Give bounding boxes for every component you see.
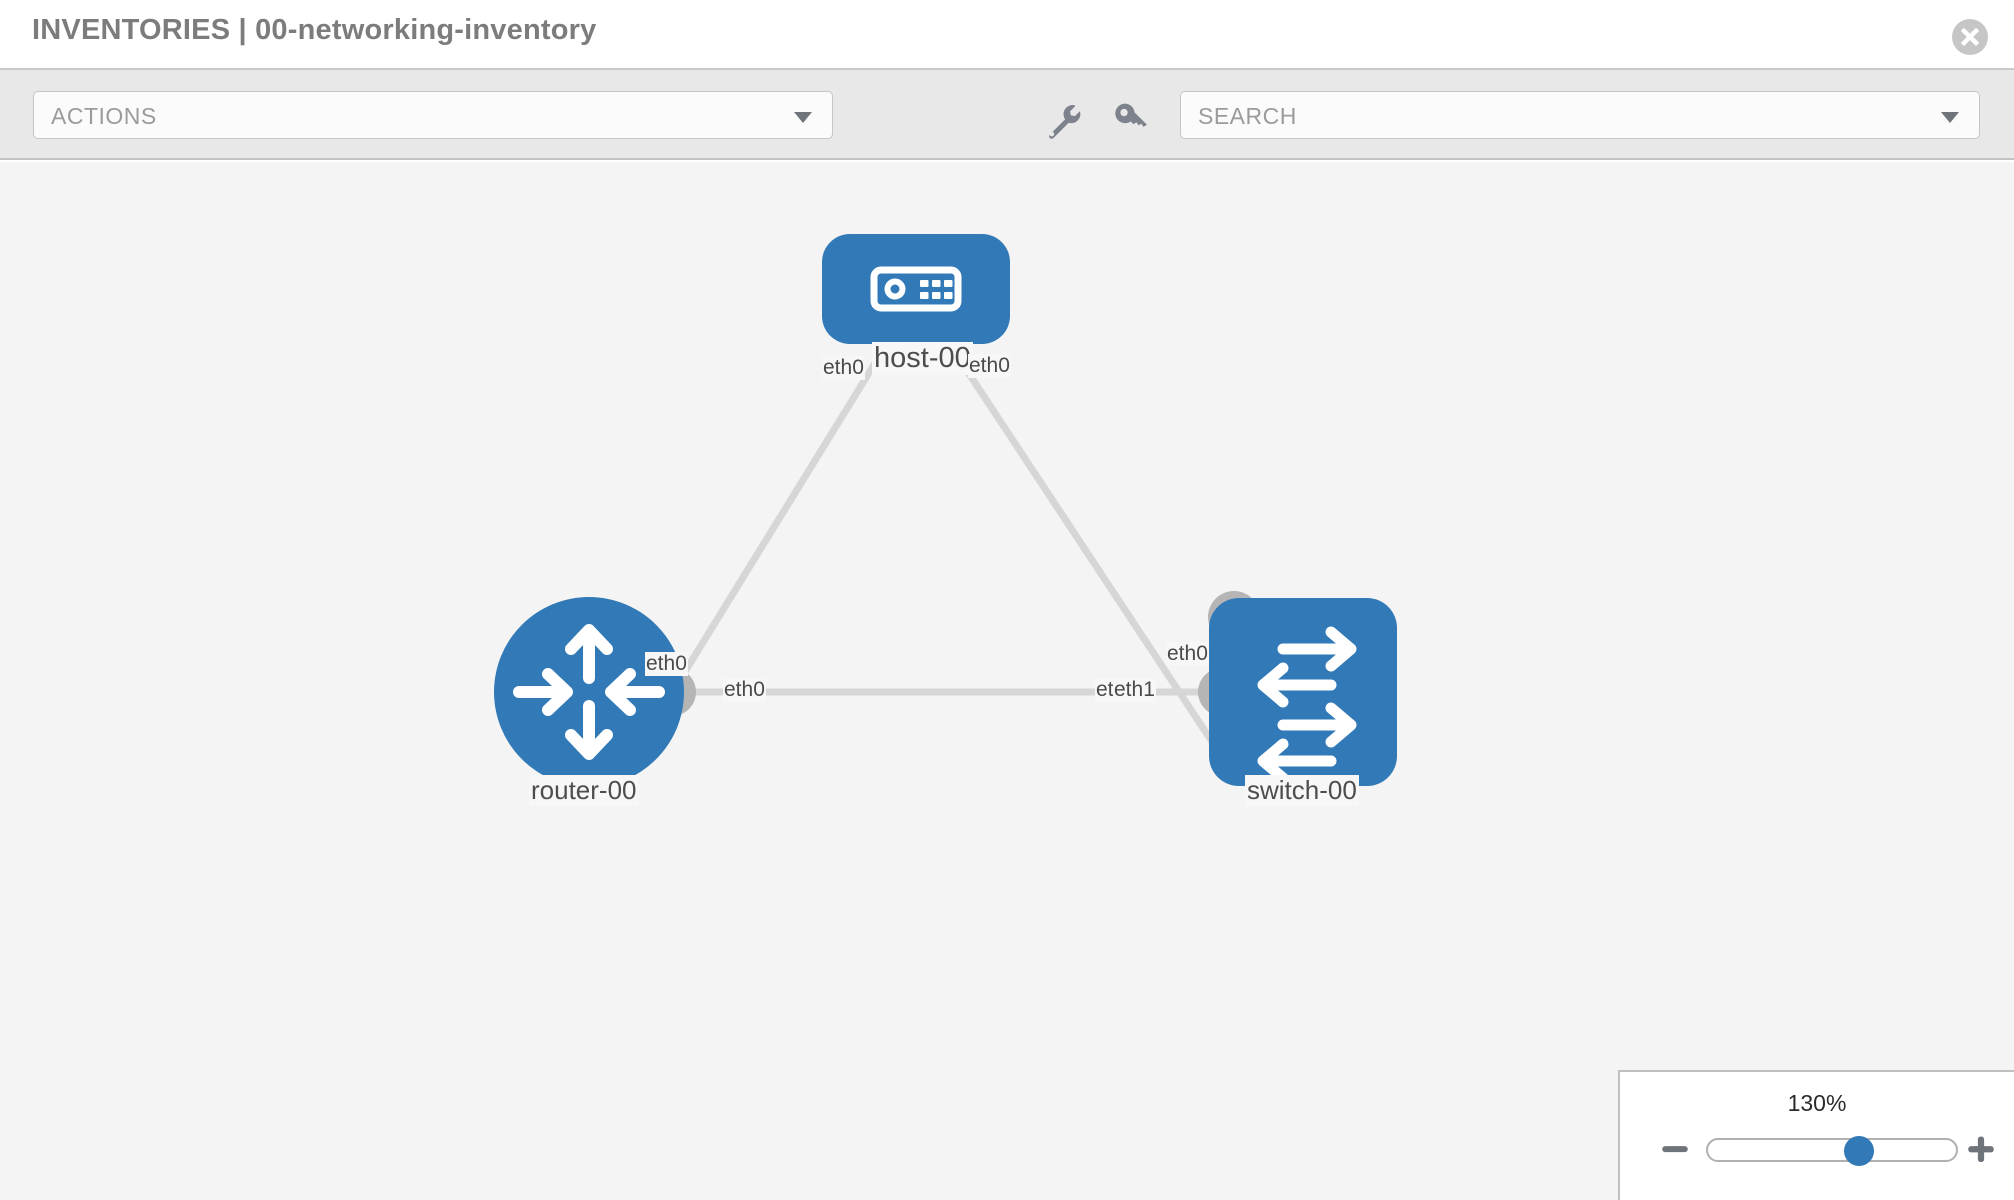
zoom-slider-track[interactable] [1706,1136,1958,1166]
topology-edges [614,340,1243,786]
iface-label-switch-eth0-uplink: eth0 [1166,642,1209,666]
node-router-00[interactable] [494,597,684,787]
node-host-00[interactable] [822,234,1010,344]
zoom-slider-handle[interactable] [1844,1136,1874,1166]
chevron-down-icon [1941,112,1959,123]
node-switch-00[interactable] [1209,598,1397,786]
key-icon[interactable] [1109,98,1151,140]
node-label-switch-00: switch-00 [1245,775,1359,806]
node-label-router-00: router-00 [529,775,639,806]
wrench-icon[interactable] [1041,98,1083,140]
close-icon[interactable] [1952,19,1988,55]
switch-arrows-icon [1257,626,1357,784]
page-header: INVENTORIES | 00-networking-inventory [0,0,2014,70]
actions-dropdown-label: ACTIONS [51,103,157,129]
iface-label-router-eth0-uplink: eth0 [645,652,688,676]
server-icon [870,266,962,312]
iface-label-switch-eth1: eth1 [1113,678,1156,702]
iface-label-host-eth0-left: eth0 [822,356,865,380]
chevron-down-icon [794,112,812,123]
zoom-slider-row [1620,1130,2014,1170]
node-label-host-00: host-00 [872,342,973,375]
search-input[interactable]: SEARCH [1180,91,1980,139]
zoom-level-value: 130% [1787,1090,1847,1116]
topology-canvas[interactable]: host-00 router-00 switch-00 eth0 eth0 et… [0,162,2014,1200]
toolbar: ACTIONS SEARCH [0,70,2014,160]
plus-icon[interactable] [1964,1132,1998,1166]
router-arrows-icon [513,624,665,760]
actions-dropdown[interactable]: ACTIONS [33,91,833,139]
iface-label-router-eth0: eth0 [723,678,766,702]
search-input-placeholder: SEARCH [1198,103,1297,129]
page-title: INVENTORIES | 00-networking-inventory [32,14,597,46]
edge-host-switch[interactable] [945,340,1243,786]
minus-icon[interactable] [1658,1132,1692,1166]
iface-label-host-eth0-right: eth0 [968,354,1011,378]
zoom-control-panel: 130% [1618,1070,2014,1200]
topology-graph [494,234,1397,787]
